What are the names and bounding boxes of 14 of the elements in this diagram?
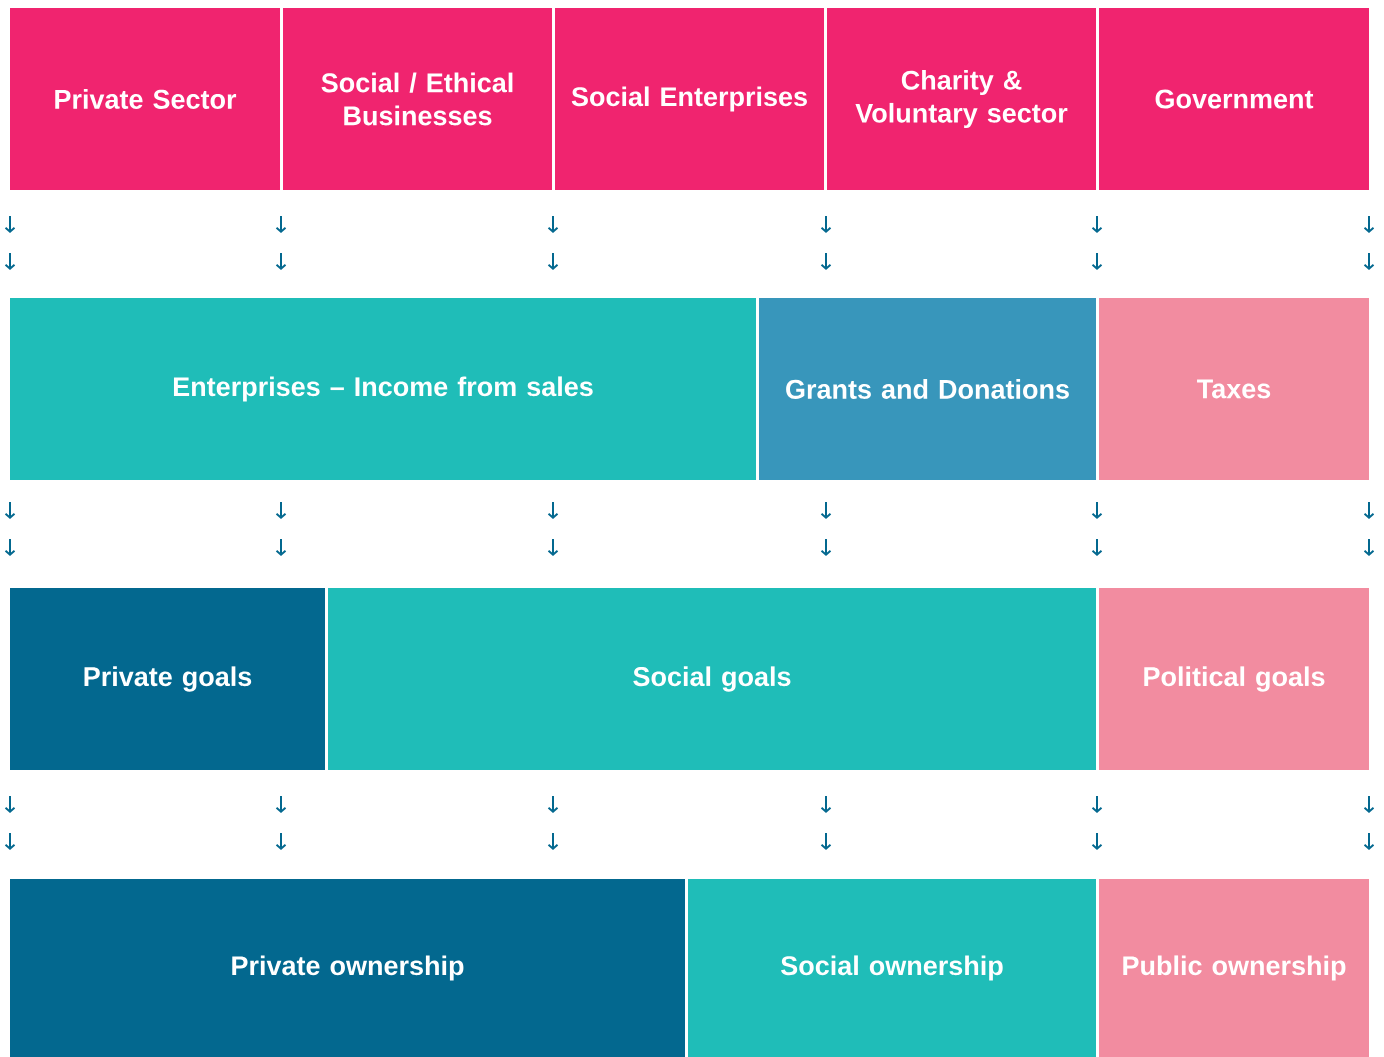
band-box: Taxes bbox=[1099, 298, 1369, 480]
band-box: Charity & Voluntary sector bbox=[827, 8, 1096, 190]
band-box: Private Sector bbox=[10, 8, 280, 190]
band-box: Government bbox=[1099, 8, 1369, 190]
band-box: Private goals bbox=[10, 588, 325, 770]
band-box: Social Enterprises bbox=[555, 8, 824, 190]
band-box: Social goals bbox=[328, 588, 1096, 770]
band-box: Private ownership bbox=[10, 879, 685, 1057]
band-box: Political goals bbox=[1099, 588, 1369, 770]
band-box: Enterprises – Income from sales bbox=[10, 298, 756, 480]
band-box: Social / Ethical Businesses bbox=[283, 8, 552, 190]
band-box: Social ownership bbox=[688, 879, 1096, 1057]
band-box: Grants and Donations bbox=[759, 298, 1096, 480]
band-box: Public ownership bbox=[1099, 879, 1369, 1057]
